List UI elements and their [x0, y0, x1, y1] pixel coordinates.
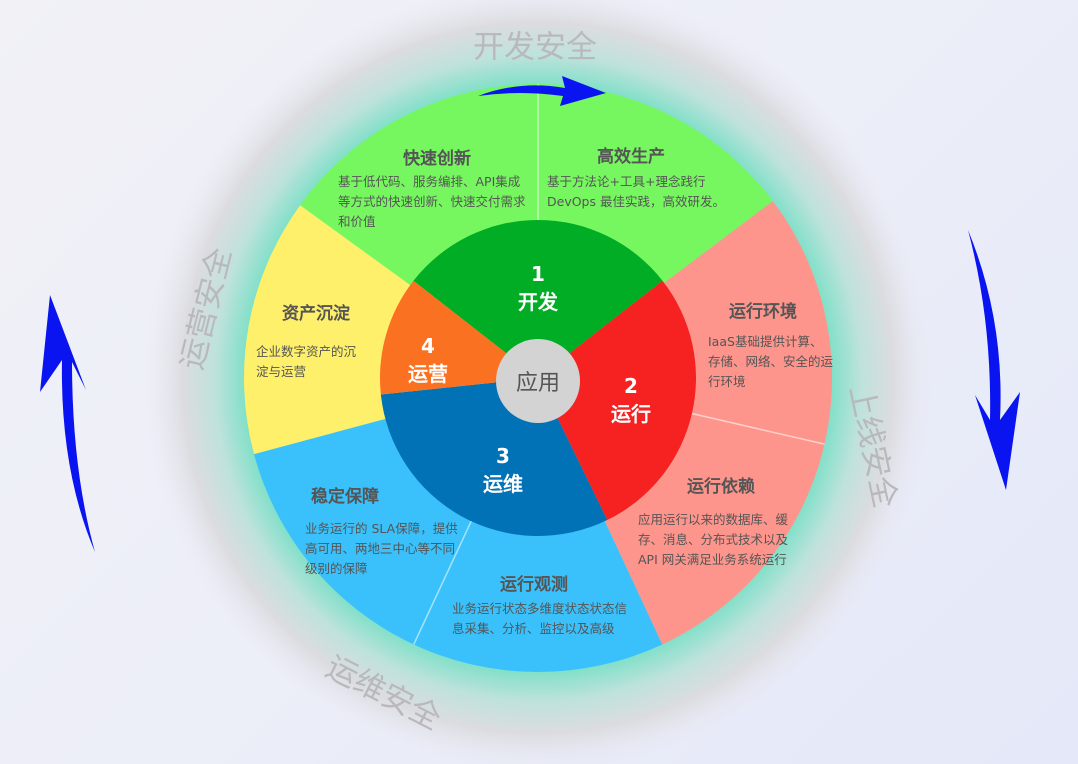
section-title-rapid-innovation: 快速创新 [403, 149, 471, 169]
section-title-assets: 资产沉淀 [282, 304, 350, 324]
arrow-left-icon [40, 295, 95, 552]
divider-run [688, 412, 825, 445]
sector-run-inner [538, 280, 696, 521]
section-desc-assets: 企业数字资产的沉淀与运营 [256, 344, 357, 379]
section-title-stability: 稳定保障 [311, 487, 379, 507]
divider-ops [413, 518, 474, 645]
section-title-efficient-production: 高效生产 [597, 147, 665, 167]
stage-develop: 1 开发 [518, 260, 558, 316]
arrow-top-icon [478, 76, 606, 106]
section-title-runtime-deps: 运行依赖 [687, 477, 755, 497]
stage-name: 运维 [483, 472, 523, 496]
stage-run: 2 运行 [611, 372, 651, 428]
stage-number: 4 [421, 334, 435, 358]
stage-number: 2 [624, 374, 638, 398]
section-desc-stability: 业务运行的 SLA保障，提供高可用、两地三中心等不同级别的保障 [305, 521, 458, 576]
center-application: 应用 [496, 339, 580, 423]
section-desc-observability: 业务运行状态多维度状态状态信息采集、分析、监控以及高级 [452, 601, 628, 636]
stage-number: 1 [531, 262, 545, 286]
section-title-observability: 运行观测 [500, 575, 568, 595]
stage-name: 开发 [518, 290, 558, 314]
stage-operate: 4 运营 [408, 332, 448, 388]
ring-label-top: 开发安全 [473, 29, 597, 66]
section-desc-runtime-deps: 应用运行以来的数据库、缓存、消息、分布式技术以及 API 网关满足业务系统运行 [638, 512, 789, 567]
section-desc-rapid-innovation: 基于低代码、服务编排、API集成等方式的快速创新、快速交付需求和价值 [338, 174, 526, 229]
stage-name: 运营 [408, 362, 448, 386]
sector-develop-inner [413, 219, 663, 378]
arrow-right-icon [968, 230, 1020, 490]
section-title-runtime-env: 运行环境 [729, 302, 797, 322]
section-desc-runtime-env: IaaS基础提供计算、存储、网络、安全的运行环境 [708, 334, 834, 389]
stage-number: 3 [496, 444, 510, 468]
section-desc-efficient-production: 基于方法论+工具+理念践行 DevOps 最佳实践，高效研发。 [547, 174, 725, 209]
stage-name: 运行 [611, 402, 651, 426]
stage-ops: 3 运维 [483, 442, 523, 498]
